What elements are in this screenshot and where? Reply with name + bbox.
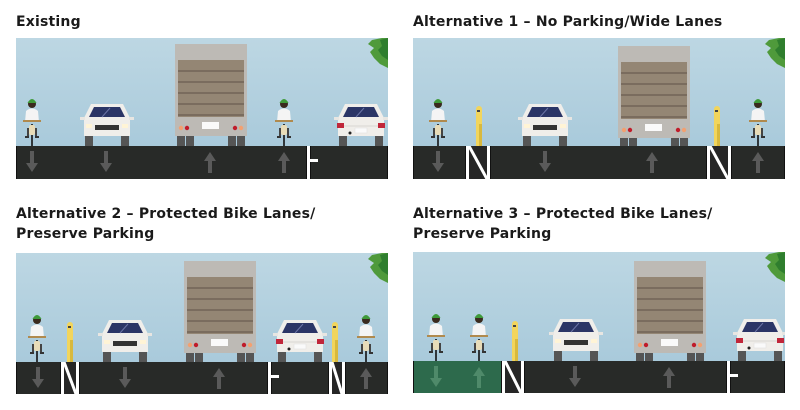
cyclist-icon [26, 310, 48, 362]
bollard-icon [475, 104, 483, 148]
panel-title-alternative-3-line2: Preserve Parking [413, 226, 552, 242]
panel-title-alternative-1: Alternative 1 – No Parking/Wide Lanes [413, 14, 723, 30]
tree-icon [368, 253, 388, 283]
lane-group [16, 146, 307, 179]
cyclist-icon [355, 310, 377, 362]
bollard-icon [331, 320, 339, 364]
cyclist-icon [468, 309, 490, 361]
car-rear-icon [334, 102, 388, 146]
cross-section-existing [16, 38, 388, 180]
parking-lane [310, 146, 388, 179]
arrow-down-icon [119, 367, 131, 389]
travel-lanes [79, 362, 268, 394]
arrow-up-icon [752, 151, 764, 173]
parking-tick [310, 159, 318, 162]
cross-section-alternative-1 [413, 38, 785, 180]
bollard-icon [66, 320, 74, 364]
parking-tick [271, 375, 279, 378]
arrow-down-icon [539, 151, 551, 173]
roadway [413, 146, 785, 179]
truck-rear-icon [175, 44, 247, 146]
buffer-hatch [329, 362, 345, 394]
arrow-down-icon [26, 151, 38, 173]
parking-lane [730, 361, 785, 393]
travel-lanes [490, 146, 707, 179]
car-front-icon [518, 102, 572, 146]
car-front-icon [80, 102, 134, 146]
roadway [16, 146, 388, 179]
buffer-hatch [61, 362, 79, 394]
car-front-icon [549, 317, 603, 361]
arrow-down-icon [430, 366, 442, 388]
buffer-hatch [466, 146, 490, 179]
cross-section-alternative-3 [413, 252, 785, 393]
cyclist-icon [747, 94, 769, 146]
truck-rear-icon [634, 261, 706, 363]
arrow-up-icon [663, 366, 675, 388]
truck-rear-icon [618, 46, 690, 148]
car-rear-icon [733, 317, 785, 361]
cyclist-icon [427, 94, 449, 146]
arrow-down-icon [432, 151, 444, 173]
arrow-up-icon [473, 366, 485, 388]
car-front-icon [98, 318, 152, 362]
parking-tick [730, 374, 738, 377]
panel-title-alternative-3-line1: Alternative 3 – Protected Bike Lanes/ [413, 206, 713, 222]
arrow-up-icon [646, 151, 658, 173]
panel-title-alternative-2-line2: Preserve Parking [16, 226, 155, 242]
buffer-hatch [707, 146, 731, 179]
lane-line [307, 146, 310, 179]
arrow-up-icon [278, 151, 290, 173]
tree-icon [368, 38, 388, 68]
parking-lane [271, 362, 329, 394]
bollard-icon [511, 319, 519, 363]
arrow-down-icon [32, 367, 44, 389]
sky-background [413, 38, 785, 146]
arrow-up-icon [204, 151, 216, 173]
two-way-cycle-track [413, 361, 502, 393]
lane-line [727, 361, 730, 393]
panel-title-alternative-2-line1: Alternative 2 – Protected Bike Lanes/ [16, 206, 316, 222]
panel-title-existing: Existing [16, 14, 81, 30]
buffer-hatch [502, 361, 524, 393]
tree-icon [765, 252, 785, 282]
cyclist-icon [425, 309, 447, 361]
bollard-icon [713, 104, 721, 148]
arrow-up-icon [213, 367, 225, 389]
cyclist-icon [21, 94, 43, 146]
truck-rear-icon [184, 261, 256, 363]
roadway [413, 361, 785, 393]
travel-lanes [524, 361, 727, 393]
cyclist-icon [273, 94, 295, 146]
roadway [16, 362, 388, 394]
lane-line [268, 362, 271, 394]
car-rear-icon [273, 318, 327, 362]
arrow-down-icon [100, 151, 112, 173]
arrow-up-icon [360, 367, 372, 389]
tree-icon [765, 38, 785, 68]
arrow-down-icon [569, 366, 581, 388]
cross-section-alternative-2 [16, 253, 388, 394]
